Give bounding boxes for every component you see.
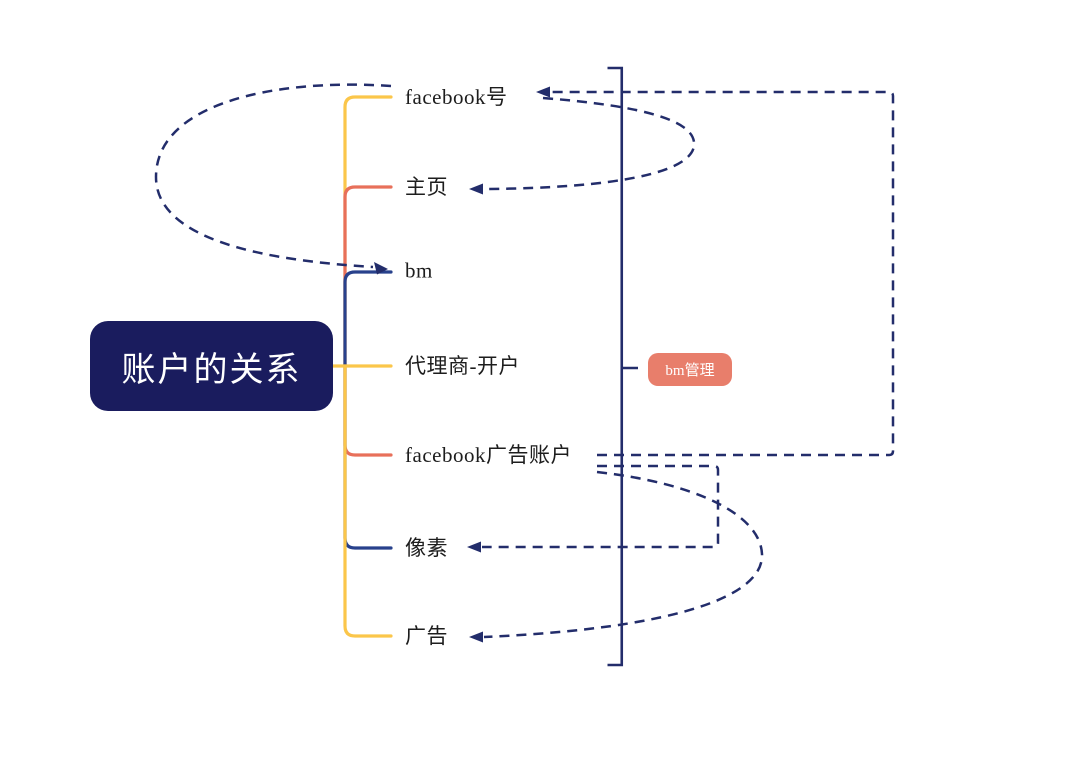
arrowhead-bm	[374, 262, 388, 275]
arrowhead-facebook	[536, 86, 550, 98]
topic-facebook-account[interactable]: facebook号	[405, 84, 508, 109]
branch-bm	[343, 270, 393, 368]
boundary-badge-bm-manage[interactable]: bm管理	[648, 353, 732, 386]
edge-adaccount-to-ads	[483, 470, 764, 639]
branch-connectors	[329, 95, 393, 638]
relationship-edges	[154, 83, 895, 639]
branch-facebook-account	[343, 95, 393, 368]
bracket-line	[607, 66, 624, 667]
topic-homepage[interactable]: 主页	[405, 174, 448, 199]
arrowheads	[374, 86, 550, 643]
root-topic[interactable]: 账户的关系	[90, 321, 333, 411]
branch-ads	[343, 364, 393, 638]
topic-ad-account[interactable]: facebook广告账户	[405, 442, 572, 467]
edge-facebook-to-bm	[154, 83, 392, 269]
topic-agent-opening[interactable]: 代理商-开户	[405, 353, 520, 378]
boundary-badge-label: bm管理	[665, 363, 715, 379]
topic-ads[interactable]: 广告	[405, 623, 448, 648]
arrowhead-homepage	[469, 183, 483, 195]
arrowhead-pixel	[467, 541, 481, 553]
topic-pixel[interactable]: 像素	[405, 535, 448, 560]
edge-adaccount-to-pixel	[482, 464, 720, 549]
root-topic-label: 账户的关系	[121, 350, 302, 389]
group-bracket	[607, 66, 638, 667]
edge-facebook-to-homepage	[484, 96, 696, 191]
topic-bm[interactable]: bm	[405, 258, 433, 283]
arrowhead-ads	[469, 631, 483, 643]
branch-pixel	[343, 364, 393, 550]
edge-adaccount-to-facebook	[551, 90, 895, 457]
branch-ad-account	[343, 364, 393, 457]
branch-homepage	[343, 185, 393, 368]
